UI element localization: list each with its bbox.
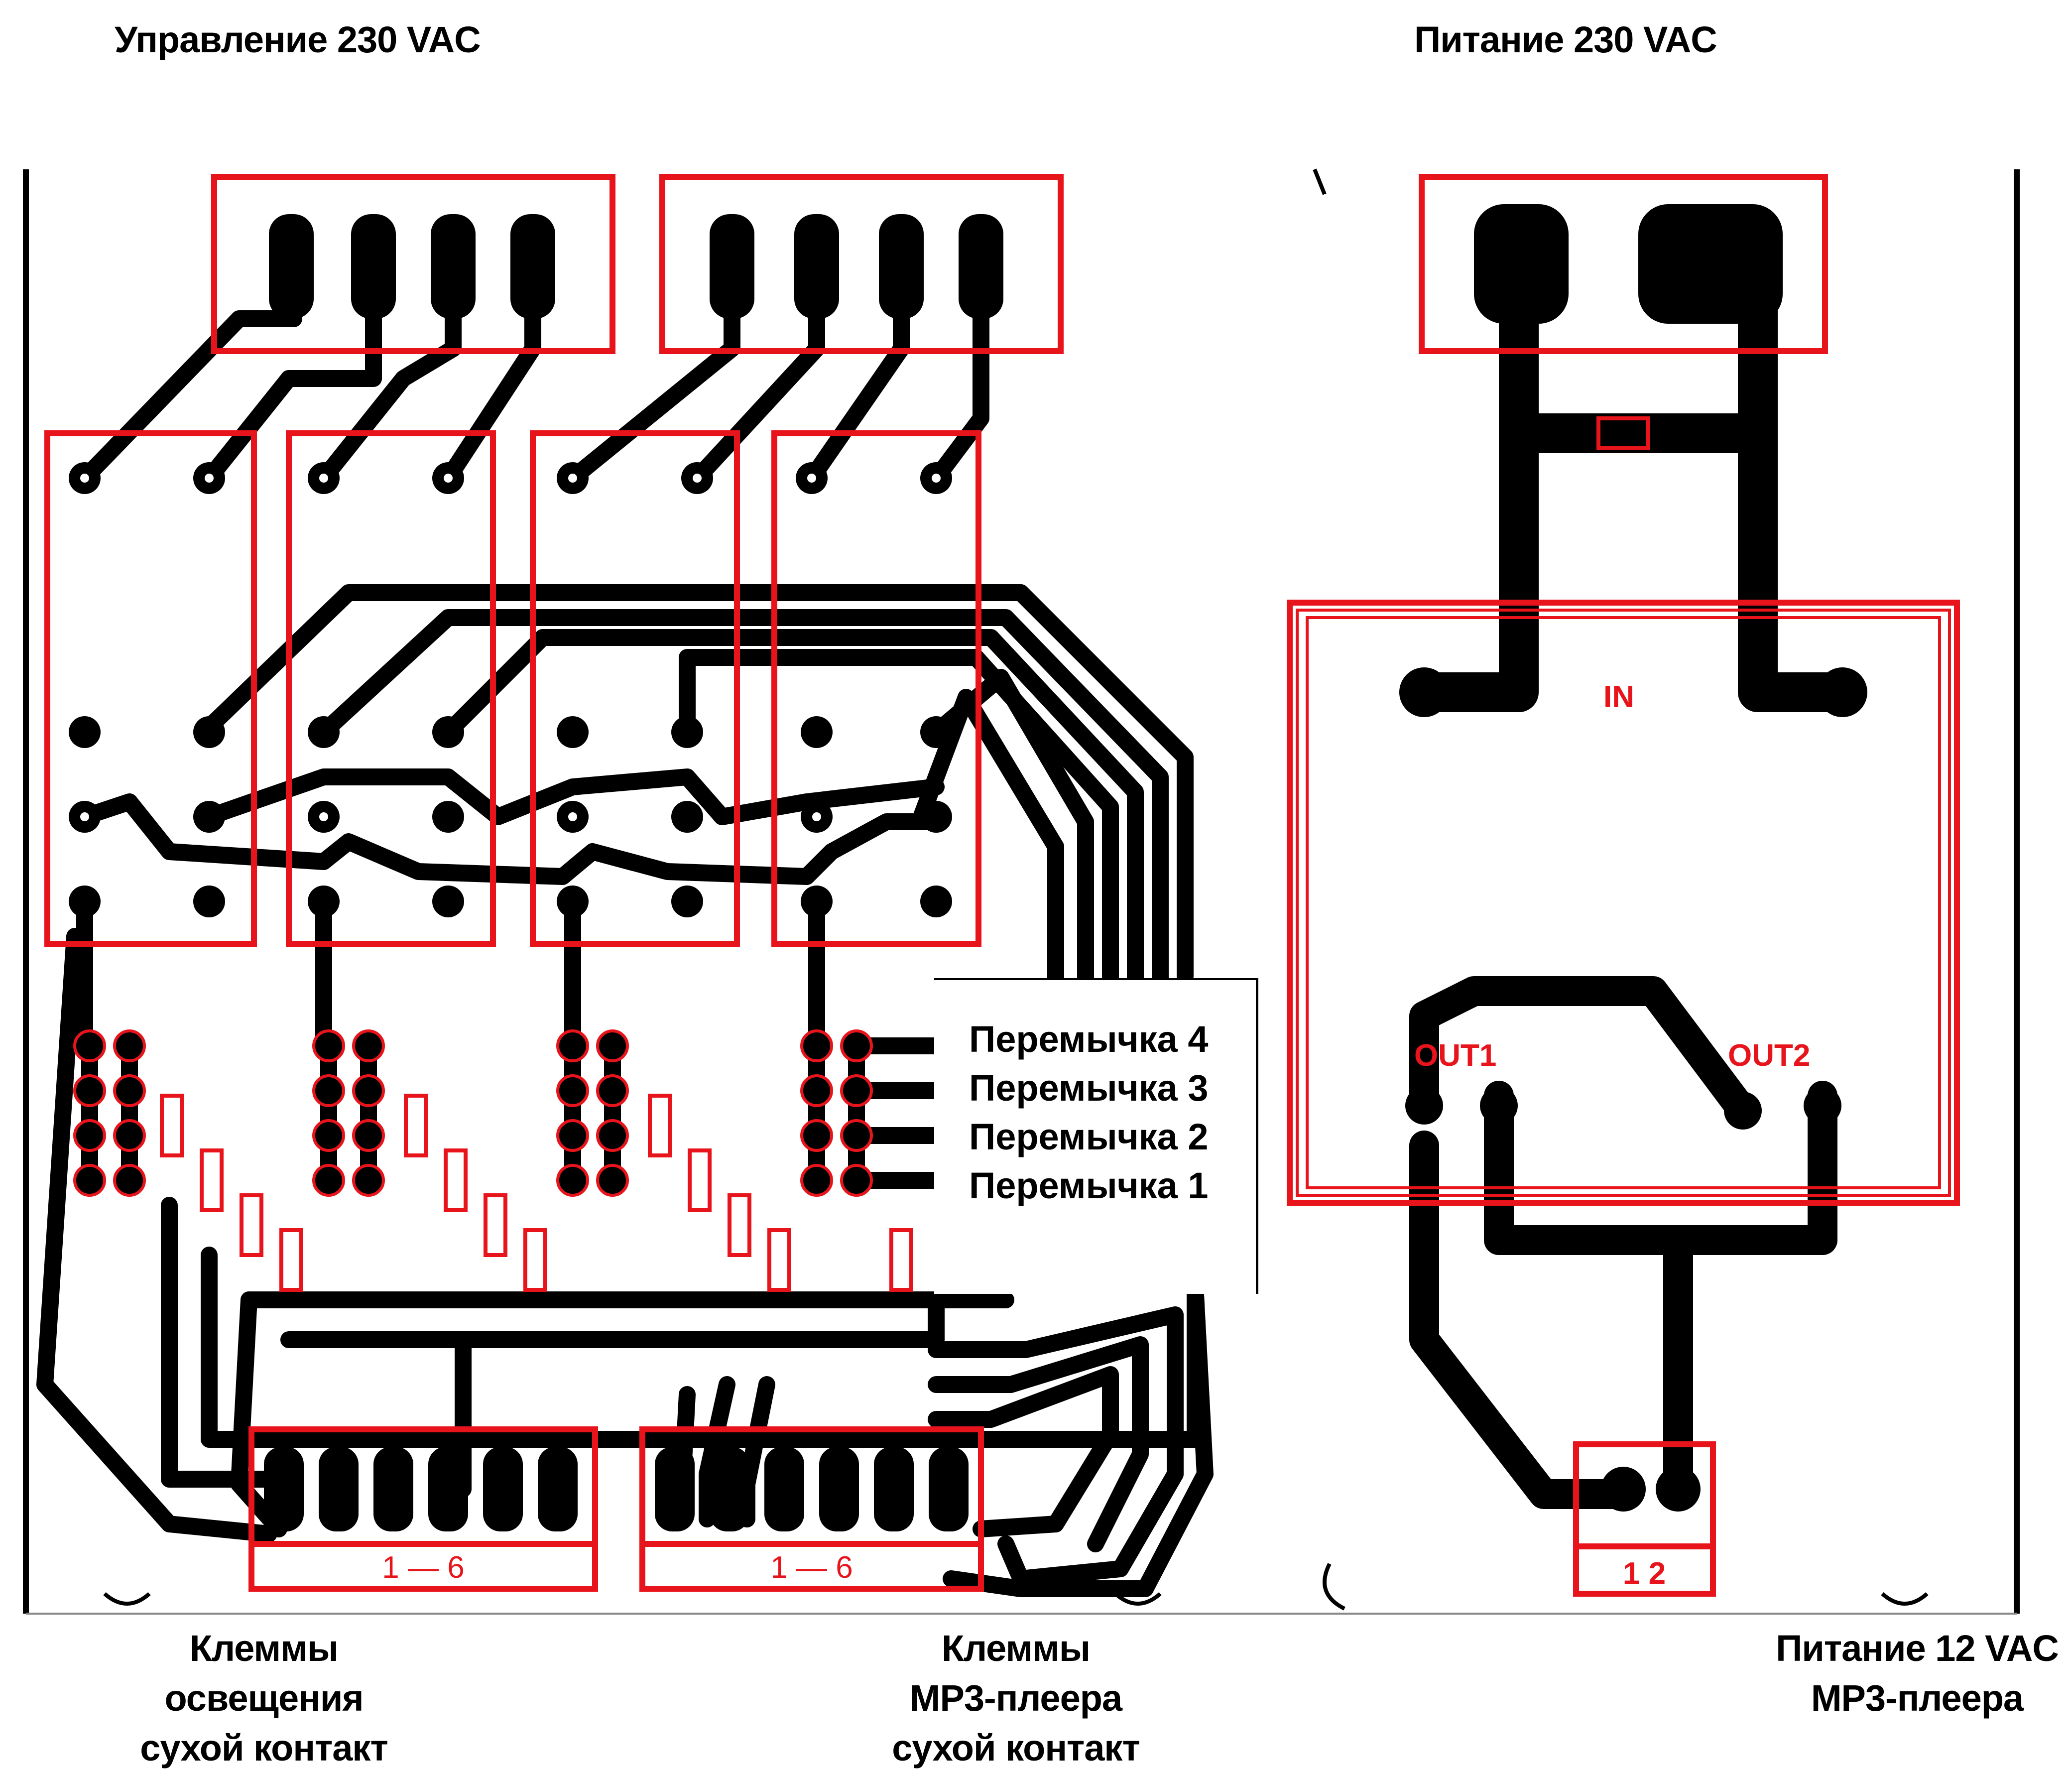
conn-lighting-pin-label: 1 — 6 bbox=[382, 1550, 464, 1585]
silk-conn-lighting: 1 — 6 bbox=[382, 1550, 464, 1585]
jumper-2-label: Перемычка 2 bbox=[969, 1116, 1209, 1157]
mp3-terminals-label: Клеммы МР3-плеера сухой контакт bbox=[876, 1624, 1155, 1773]
relay-pads bbox=[69, 462, 952, 917]
mp3-terminals-line-3: сухой контакт bbox=[892, 1727, 1140, 1769]
control-230-label: Управление 230 VAC bbox=[115, 19, 481, 60]
silk-conn-mp3: 1 — 6 bbox=[770, 1550, 853, 1585]
mp3-terminals-line-1: Клеммы bbox=[941, 1628, 1091, 1669]
jumper-3-label: Перемычка 3 bbox=[969, 1067, 1209, 1109]
transformer-in-label: IN bbox=[1603, 680, 1634, 714]
power-12-line-2: МР3-плеера bbox=[1811, 1677, 2024, 1719]
transformer-out1-label: OUT1 bbox=[1414, 1038, 1496, 1073]
jumper-legend: Перемычка 4 Перемычка 3 Перемычка 2 Пере… bbox=[934, 978, 1258, 1294]
lighting-terminals-line-1: Клеммы bbox=[189, 1628, 339, 1669]
jumper-4-label: Перемычка 4 bbox=[969, 1018, 1209, 1060]
silkscreen-left bbox=[44, 174, 1064, 1592]
transformer-pads bbox=[1399, 667, 1867, 1512]
header-pins-top bbox=[269, 214, 1003, 319]
lighting-terminals-label: Клеммы освещения сухой контакт bbox=[134, 1624, 393, 1773]
power-header-pins bbox=[1474, 204, 1783, 324]
transformer-silk-labels: IN OUT1 OUT2 1 2 bbox=[1414, 680, 1810, 1591]
jumper-pads bbox=[73, 1029, 873, 1197]
copper-traces-right bbox=[1409, 209, 1862, 1509]
mp3-terminals-line-2: МР3-плеера bbox=[909, 1677, 1122, 1719]
resistors bbox=[160, 1094, 913, 1292]
conn-mp3-pin-label: 1 — 6 bbox=[770, 1550, 853, 1585]
power-12-label: Питание 12 VAC МР3-плеера bbox=[1773, 1624, 2062, 1723]
silkscreen-right bbox=[1287, 174, 1960, 1597]
jumper-1-label: Перемычка 1 bbox=[969, 1165, 1209, 1206]
lighting-terminals-line-3: сухой контакт bbox=[140, 1727, 388, 1769]
terminal-pins-bottom bbox=[264, 1447, 969, 1531]
lighting-terminals-line-2: освещения bbox=[164, 1677, 364, 1719]
mounting-holes bbox=[103, 168, 1929, 1611]
power-230-label: Питание 230 VAC bbox=[1414, 19, 1717, 60]
transformer-out2-label: OUT2 bbox=[1728, 1038, 1810, 1073]
conn-12v-pin-label: 1 2 bbox=[1623, 1556, 1666, 1591]
power-12-line-1: Питание 12 VAC bbox=[1776, 1628, 2059, 1669]
pad-holes bbox=[80, 474, 941, 821]
board-outline bbox=[23, 169, 2020, 1615]
